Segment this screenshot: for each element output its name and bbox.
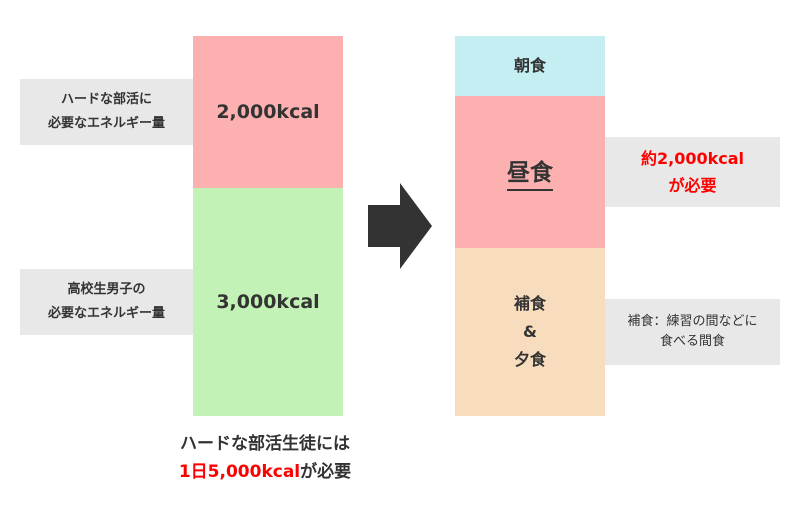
segment-club-energy: 2,000kcal [193,36,343,188]
segment-label: 夕食 [513,350,546,369]
summary-rest: が必要 [300,462,352,482]
right-arrow-icon [368,183,432,269]
label-line: 必要なエネルギー量 [47,306,165,321]
segment-value: 3,000kcal [216,291,320,313]
segment-snack-dinner: 補食 & 夕食 [455,248,605,416]
summary-line1: ハードな部活生徒には [180,434,350,454]
note-line: が必要 [668,176,717,195]
segment-label: 補食 [513,294,546,313]
label-line: 必要なエネルギー量 [47,116,165,131]
segment-label: 朝食 [513,56,546,75]
summary-line2: 1日5,000kcalが必要 [179,458,351,486]
summary-highlight: 1日5,000kcal [178,462,301,482]
segment-lunch: 昼食 [455,96,605,248]
note-line: 食べる間食 [659,334,725,349]
label-line: ハードな部活に [60,92,152,107]
segment-label: 昼食 [507,153,553,191]
label-hard-club: ハードな部活に 必要なエネルギー量 [20,79,193,145]
segment-base-energy: 3,000kcal [193,188,343,416]
note-line: 補食：練習の間などに [627,314,758,329]
note-line: 約2,000kcal [640,149,745,168]
segment-label: & [523,322,537,341]
segment-breakfast: 朝食 [455,36,605,96]
note-snack: 補食：練習の間などに 食べる間食 [605,299,780,365]
label-high-school-boy: 高校生男子の 必要なエネルギー量 [20,269,193,335]
note-lunch: 約2,000kcal が必要 [605,137,780,207]
label-line: 高校生男子の [67,282,146,297]
segment-value: 2,000kcal [216,101,320,123]
summary-text: ハードな部活生徒には 1日5,000kcalが必要 [130,428,400,488]
